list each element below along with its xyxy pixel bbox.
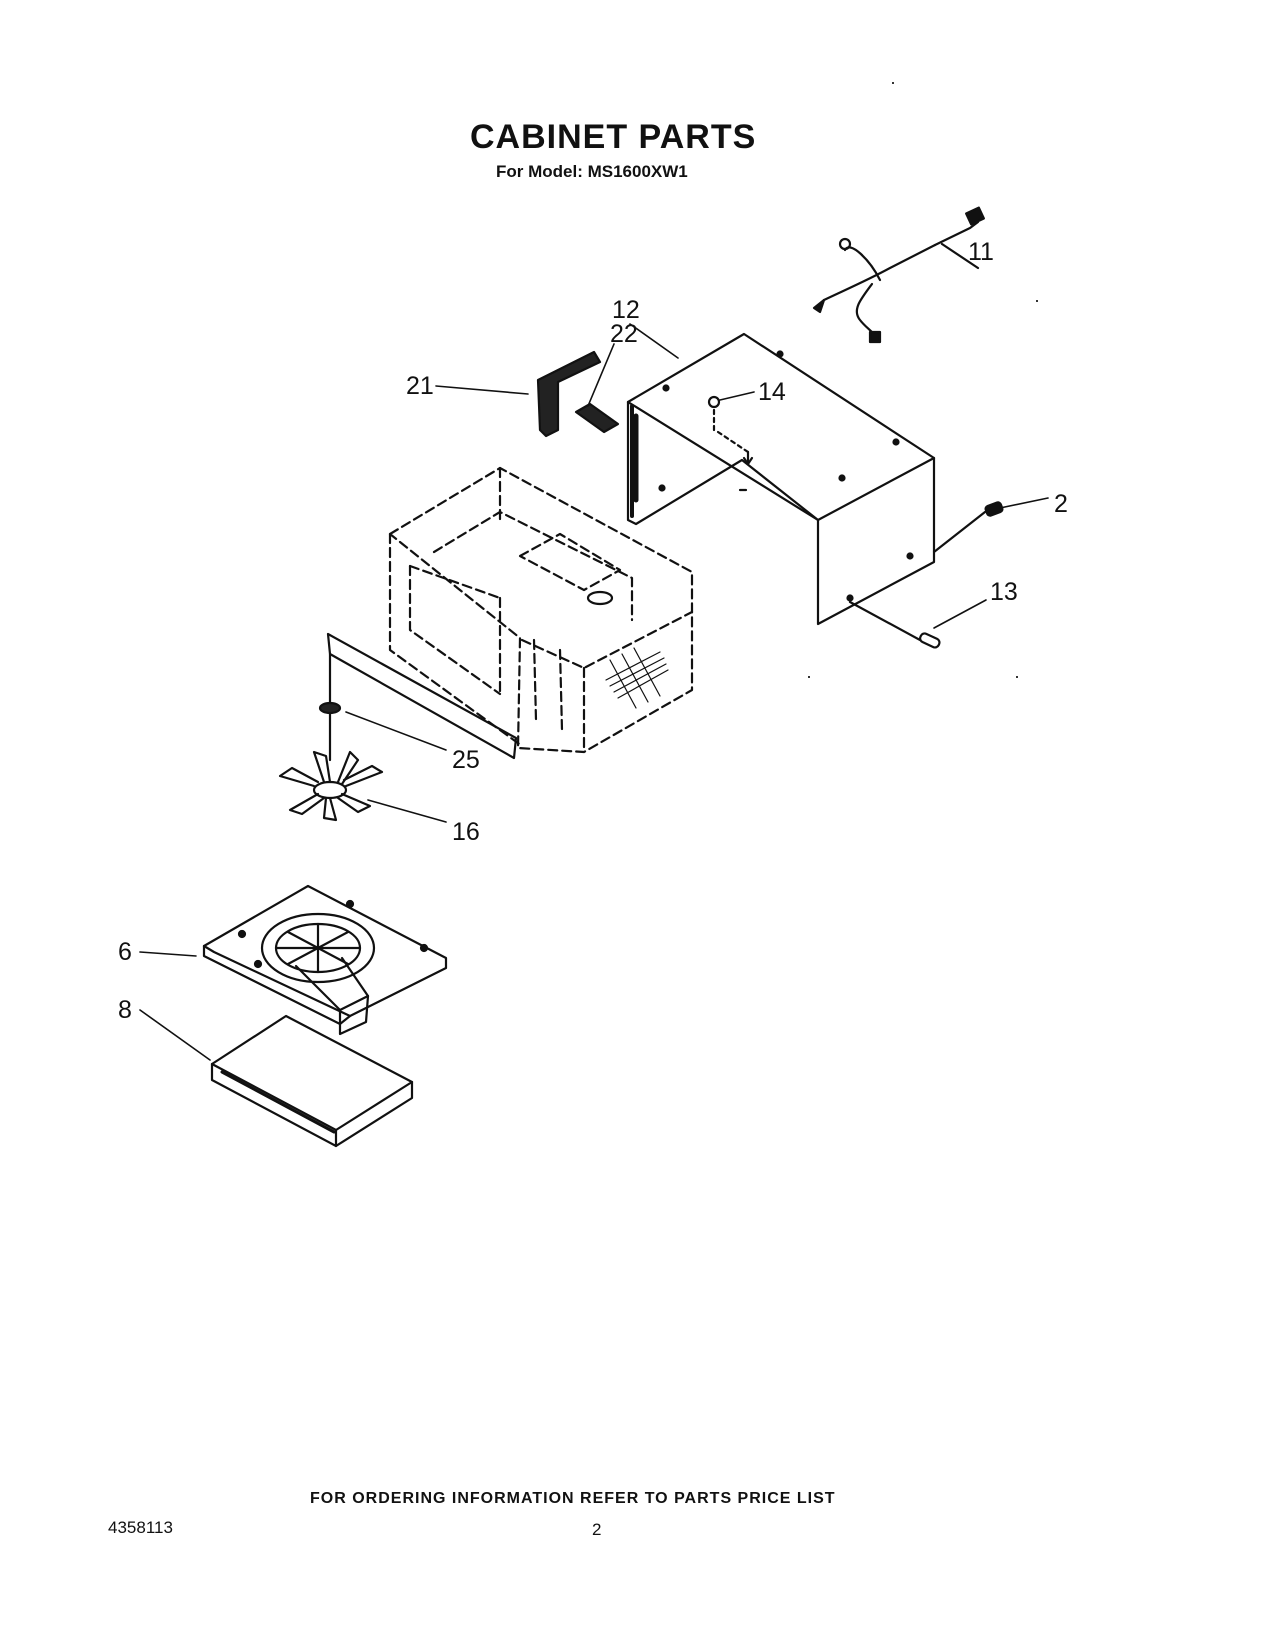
callout-13: 13 xyxy=(990,578,1018,606)
oven-chassis-outline xyxy=(388,466,694,754)
cabinet-wrapper-part xyxy=(626,332,936,626)
ordering-info-note: FOR ORDERING INFORMATION REFER TO PARTS … xyxy=(310,1490,836,1507)
callout-25: 25 xyxy=(452,746,480,774)
callout-2: 2 xyxy=(1054,490,1068,518)
bracket-22-part xyxy=(574,402,620,434)
chassis-port xyxy=(586,590,614,606)
power-cord-part xyxy=(812,206,985,344)
callout-16: 16 xyxy=(452,818,480,846)
tray-8-part xyxy=(210,1014,414,1148)
callout-21: 21 xyxy=(406,372,434,400)
bracket-21-part xyxy=(536,350,602,438)
callout-6: 6 xyxy=(118,938,132,966)
callout-12: 12 xyxy=(612,296,640,324)
screw-14-part xyxy=(707,395,754,466)
document-number: 4358113 xyxy=(108,1518,173,1537)
model-subtitle: For Model: MS1600XW1 xyxy=(496,162,688,181)
callout-11: 11 xyxy=(968,238,994,266)
screw-13-part xyxy=(848,600,941,649)
page-number: 2 xyxy=(592,1520,602,1539)
page-title: CABINET PARTS xyxy=(470,118,757,156)
callout-8: 8 xyxy=(118,996,132,1024)
chassis-vent-grid xyxy=(605,647,669,709)
fan-base-assembly-6-part xyxy=(202,884,448,1036)
screw-2-part xyxy=(932,501,1004,554)
window-sheet-part xyxy=(326,632,518,760)
stirrer-fan-16-part xyxy=(278,750,384,822)
callout-14: 14 xyxy=(758,378,786,406)
callout-leaders xyxy=(139,323,1049,1061)
callout-22: 22 xyxy=(610,320,638,348)
scan-marks xyxy=(808,82,1038,678)
coupler-25-part xyxy=(318,701,342,762)
